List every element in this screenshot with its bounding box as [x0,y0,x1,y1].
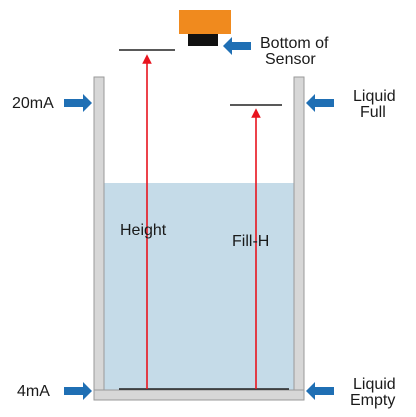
sensor-body [179,10,231,34]
bottom-of-sensor-pointer-icon [223,37,251,55]
liquid [104,183,294,390]
current-20ma-label: 20mA [12,95,54,112]
20ma-pointer-icon [64,94,92,112]
bottom-of-sensor-label-line2: Sensor [265,51,316,68]
liquid-full-label-line1: Liquid [353,88,396,105]
current-4ma-label: 4mA [17,383,50,400]
liquid-full-pointer-icon [306,94,334,112]
sensor [179,10,231,46]
tank-bottom [93,389,305,401]
height-label: Height [120,222,167,239]
sensor-tip [188,34,218,46]
fill-h-label: Fill-H [232,233,269,250]
liquid-empty-pointer-icon [306,382,334,400]
bottom-of-sensor-label-line1: Bottom of [260,35,329,52]
tank-left-wall [93,76,105,401]
4ma-pointer-icon [64,382,92,400]
tank-right-wall [293,76,305,401]
liquid-empty-label-line1: Liquid [353,376,396,393]
liquid-empty-label-line2: Empty [350,392,395,409]
liquid-full-label-line2: Full [360,104,386,121]
